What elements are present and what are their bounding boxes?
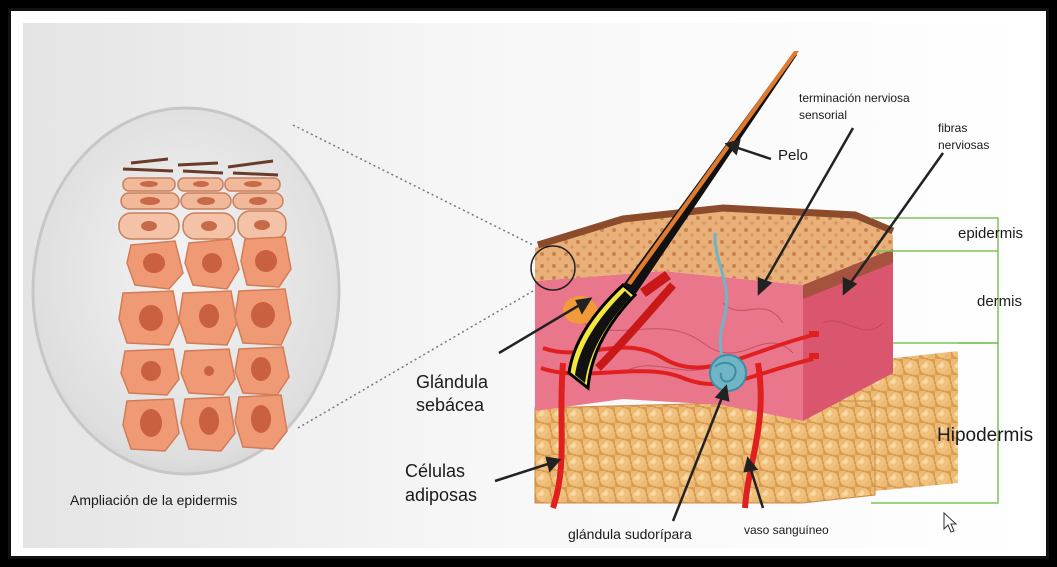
- label-fibras-1: fibras: [938, 121, 967, 135]
- label-fibras-2: nerviosas: [938, 138, 989, 152]
- label-vaso: vaso sanguíneo: [744, 523, 829, 537]
- label-sudoripara: glándula sudorípara: [568, 526, 692, 542]
- label-dermis: dermis: [977, 293, 1022, 310]
- label-terminacion-2: sensorial: [799, 108, 847, 122]
- label-adiposas-1: Células: [405, 461, 465, 482]
- label-sebacea-1: Glándula: [416, 372, 488, 393]
- label-adiposas-2: adiposas: [405, 485, 477, 506]
- label-epidermis: epidermis: [958, 225, 1023, 242]
- skin-block: [531, 51, 958, 508]
- label-epidermis-magnification: Ampliación de la epidermis: [70, 492, 237, 508]
- cursor-icon: [944, 513, 956, 532]
- label-hipodermis: Hipodermis: [937, 425, 1033, 447]
- hypodermis-front: [535, 401, 875, 503]
- diagram-frame: Ampliación de la epidermis Pelo terminac…: [8, 8, 1049, 559]
- diagram-canvas: Ampliación de la epidermis Pelo terminac…: [23, 23, 1038, 548]
- epidermis-magnification: [33, 108, 533, 474]
- label-terminacion-1: terminación nerviosa: [799, 91, 910, 105]
- label-sebacea-2: sebácea: [416, 395, 484, 416]
- label-pelo: Pelo: [778, 147, 808, 164]
